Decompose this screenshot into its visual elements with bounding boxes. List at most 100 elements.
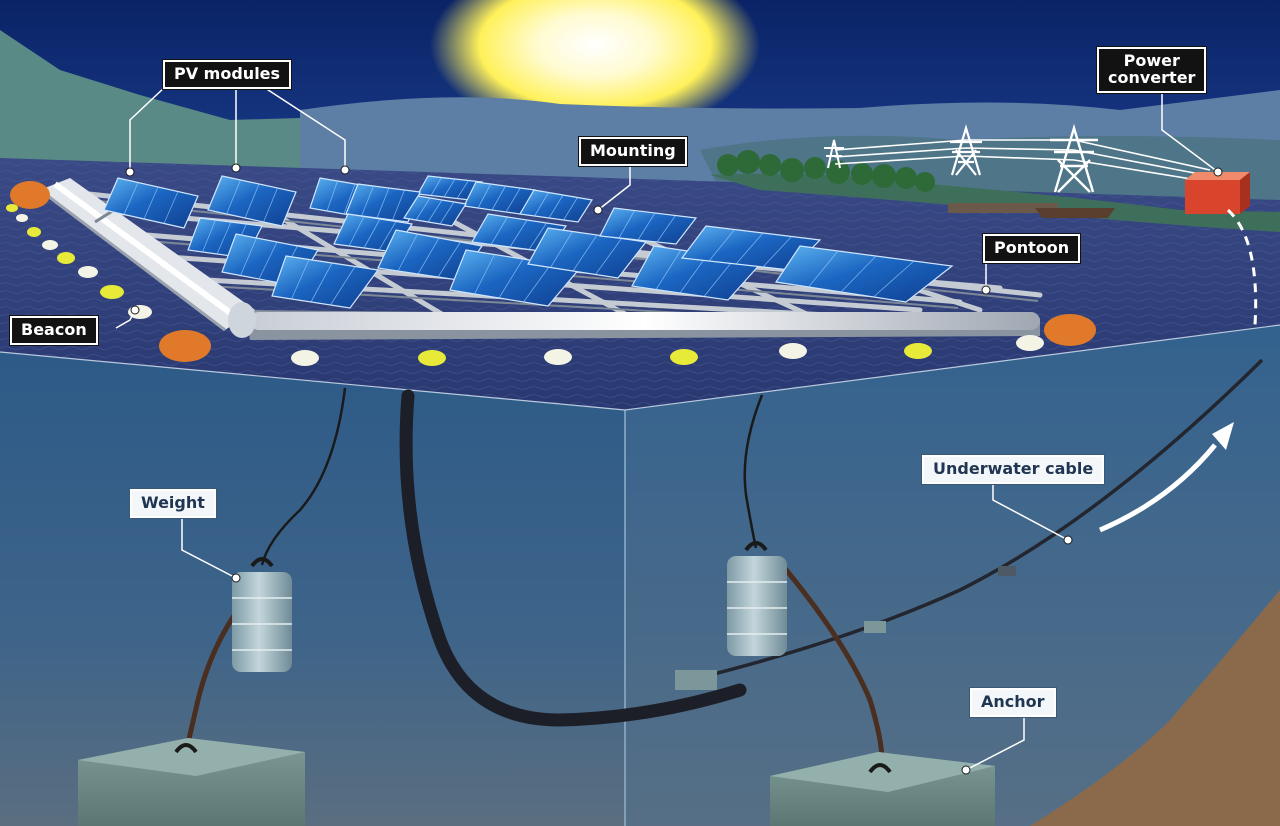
pv-panel-cell-line xyxy=(363,218,381,249)
pv-panel-cell-line xyxy=(595,238,622,275)
cable-joint-2 xyxy=(864,621,886,633)
surface-edge-right xyxy=(624,324,1280,411)
cable-joint-3 xyxy=(998,566,1016,576)
pv-panel-cell-line xyxy=(656,215,676,243)
pv-panel-cell-line xyxy=(498,258,524,299)
pv-panel-cell-line xyxy=(417,237,440,275)
pv-panel-cell-line xyxy=(427,199,443,223)
weight-2 xyxy=(727,541,787,656)
pv-panel-cell-line xyxy=(637,212,656,241)
pv-panel-cell-line xyxy=(490,216,508,245)
pv-panel-cell-line xyxy=(528,222,547,250)
pv-panel-cell-line xyxy=(123,182,139,215)
pv-panel-cell-line xyxy=(258,241,278,280)
label-beacon: Beacon xyxy=(9,315,99,346)
power-lines xyxy=(834,139,1211,183)
anchor-chain-2 xyxy=(776,558,885,761)
pv-panel-cell-line xyxy=(397,233,418,272)
pv-panel-cell-line xyxy=(430,177,442,196)
power-converter-box xyxy=(1185,172,1250,214)
pv-panel-cell-line xyxy=(505,187,521,213)
pv-panel-cell-line xyxy=(491,185,506,211)
orange-buoy-3 xyxy=(1044,314,1096,346)
orange-buoy-2 xyxy=(159,330,211,362)
dock xyxy=(948,203,1058,213)
pv-panel xyxy=(599,207,698,245)
pv-panel-cell-line xyxy=(343,183,356,215)
pv-panel-cell-line xyxy=(240,237,257,276)
pv-panel-cell-line xyxy=(361,185,374,217)
pv-panel-cell-line xyxy=(263,187,278,223)
label-power-converter: Power converter xyxy=(1095,46,1208,94)
shoreline xyxy=(710,173,1280,232)
pv-panel-array xyxy=(103,175,954,309)
pv-panel-cell-line xyxy=(655,249,682,290)
mooring-line-2 xyxy=(743,394,764,549)
transmission-tower-2 xyxy=(950,124,982,176)
pv-panel-cell-line xyxy=(873,260,915,298)
pv-panel-cell-line xyxy=(840,255,877,293)
pv-panel-cell-line xyxy=(392,189,405,221)
pv-panel-cell-line xyxy=(550,231,573,268)
left-hill xyxy=(0,30,380,170)
cable-joint-1 xyxy=(675,670,717,690)
underwater-right xyxy=(625,325,1280,826)
pv-panel-cell-line xyxy=(534,192,549,217)
label-pv-modules: PV modules xyxy=(161,59,293,90)
weight-1 xyxy=(232,557,292,672)
pv-panel-cell-line xyxy=(443,178,456,198)
cable-to-shore xyxy=(1226,208,1258,326)
pv-panel-cell-line xyxy=(808,250,839,288)
pv-panel-cell-line xyxy=(226,179,241,215)
pv-panel-cell-line xyxy=(439,201,455,225)
pv-panel-cell-line xyxy=(244,183,260,219)
tree-line xyxy=(717,150,935,192)
underwater-left xyxy=(0,352,625,826)
seabed-slope xyxy=(1030,590,1280,826)
pv-panel-cell-line xyxy=(523,263,552,303)
orange-buoy-1 xyxy=(10,181,50,209)
label-underwater-cable: Underwater cable xyxy=(920,454,1106,485)
pv-panel-cell-line xyxy=(572,234,598,272)
pv-panel-cell-line xyxy=(735,232,764,265)
mooring-line-1 xyxy=(260,387,347,566)
pontoon-pipe-left xyxy=(39,178,256,338)
pv-panel-cell-line xyxy=(703,257,736,297)
pv-panel-cell-line xyxy=(330,266,356,306)
pv-panel-cell-line xyxy=(310,262,333,303)
label-pontoon: Pontoon xyxy=(981,233,1082,264)
pv-panel xyxy=(271,255,380,309)
label-anchor: Anchor xyxy=(969,687,1057,718)
main-power-cable xyxy=(399,389,747,727)
pv-panel-cell-line xyxy=(762,236,792,268)
pv-panel-cell-line xyxy=(563,197,578,221)
pv-panel-cell-line xyxy=(708,229,735,262)
transmission-tower-3 xyxy=(1050,123,1098,193)
boat xyxy=(1035,208,1115,218)
label-weight: Weight xyxy=(129,488,217,519)
pv-panel-cell-line xyxy=(477,183,492,209)
leader-lines xyxy=(115,85,1219,771)
anchor-block-2 xyxy=(770,752,995,826)
pv-panel-cell-line xyxy=(437,241,461,278)
pv-panel xyxy=(774,245,954,303)
leader-dots xyxy=(125,163,1223,775)
pv-panel-cell-line xyxy=(474,254,495,295)
flow-arrow xyxy=(1099,422,1234,533)
anchor-block-1 xyxy=(78,738,305,826)
underwater-cable xyxy=(697,358,1264,680)
pv-panel-cell-line xyxy=(415,197,431,221)
pv-panel-cell-line xyxy=(326,180,338,212)
surface-edge-left xyxy=(0,351,626,411)
pv-panel-cell-line xyxy=(348,216,365,247)
transmission-tower-1 xyxy=(824,139,844,169)
label-mounting: Mounting xyxy=(578,136,688,167)
beacon-floats xyxy=(6,204,1044,366)
pv-panel-cell-line xyxy=(509,219,528,248)
pv-panel-cell-line xyxy=(163,191,179,224)
pv-panel-cell-line xyxy=(291,259,310,300)
pv-panel-cell-line xyxy=(202,219,216,253)
pontoon-pipe-front xyxy=(250,312,1040,330)
